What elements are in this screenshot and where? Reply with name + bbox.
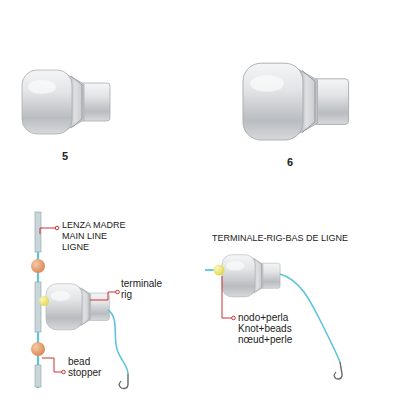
part-label: terminale (121, 278, 162, 289)
part-label: LIGNE (62, 243, 89, 253)
part-label: Knot+beads (238, 323, 292, 334)
callout-number: 6 (287, 156, 293, 168)
stopper-size-6 (243, 63, 349, 140)
part-label: nodo+perla (238, 312, 288, 323)
rig-illustration-left (31, 212, 128, 389)
part-label: stopper (68, 367, 101, 378)
section-heading: TERMINALE-RIG-BAS DE LIGNE (212, 234, 348, 244)
part-label: LENZA MADRE (62, 221, 126, 231)
part-label: nœud+perle (238, 334, 292, 345)
stopper-size-5 (22, 70, 110, 134)
part-label: MAIN LINE (62, 232, 107, 242)
part-label: bead (68, 356, 90, 367)
rig-illustration-right (205, 255, 342, 379)
part-label: rig (121, 289, 132, 300)
callout-number: 5 (62, 150, 68, 162)
